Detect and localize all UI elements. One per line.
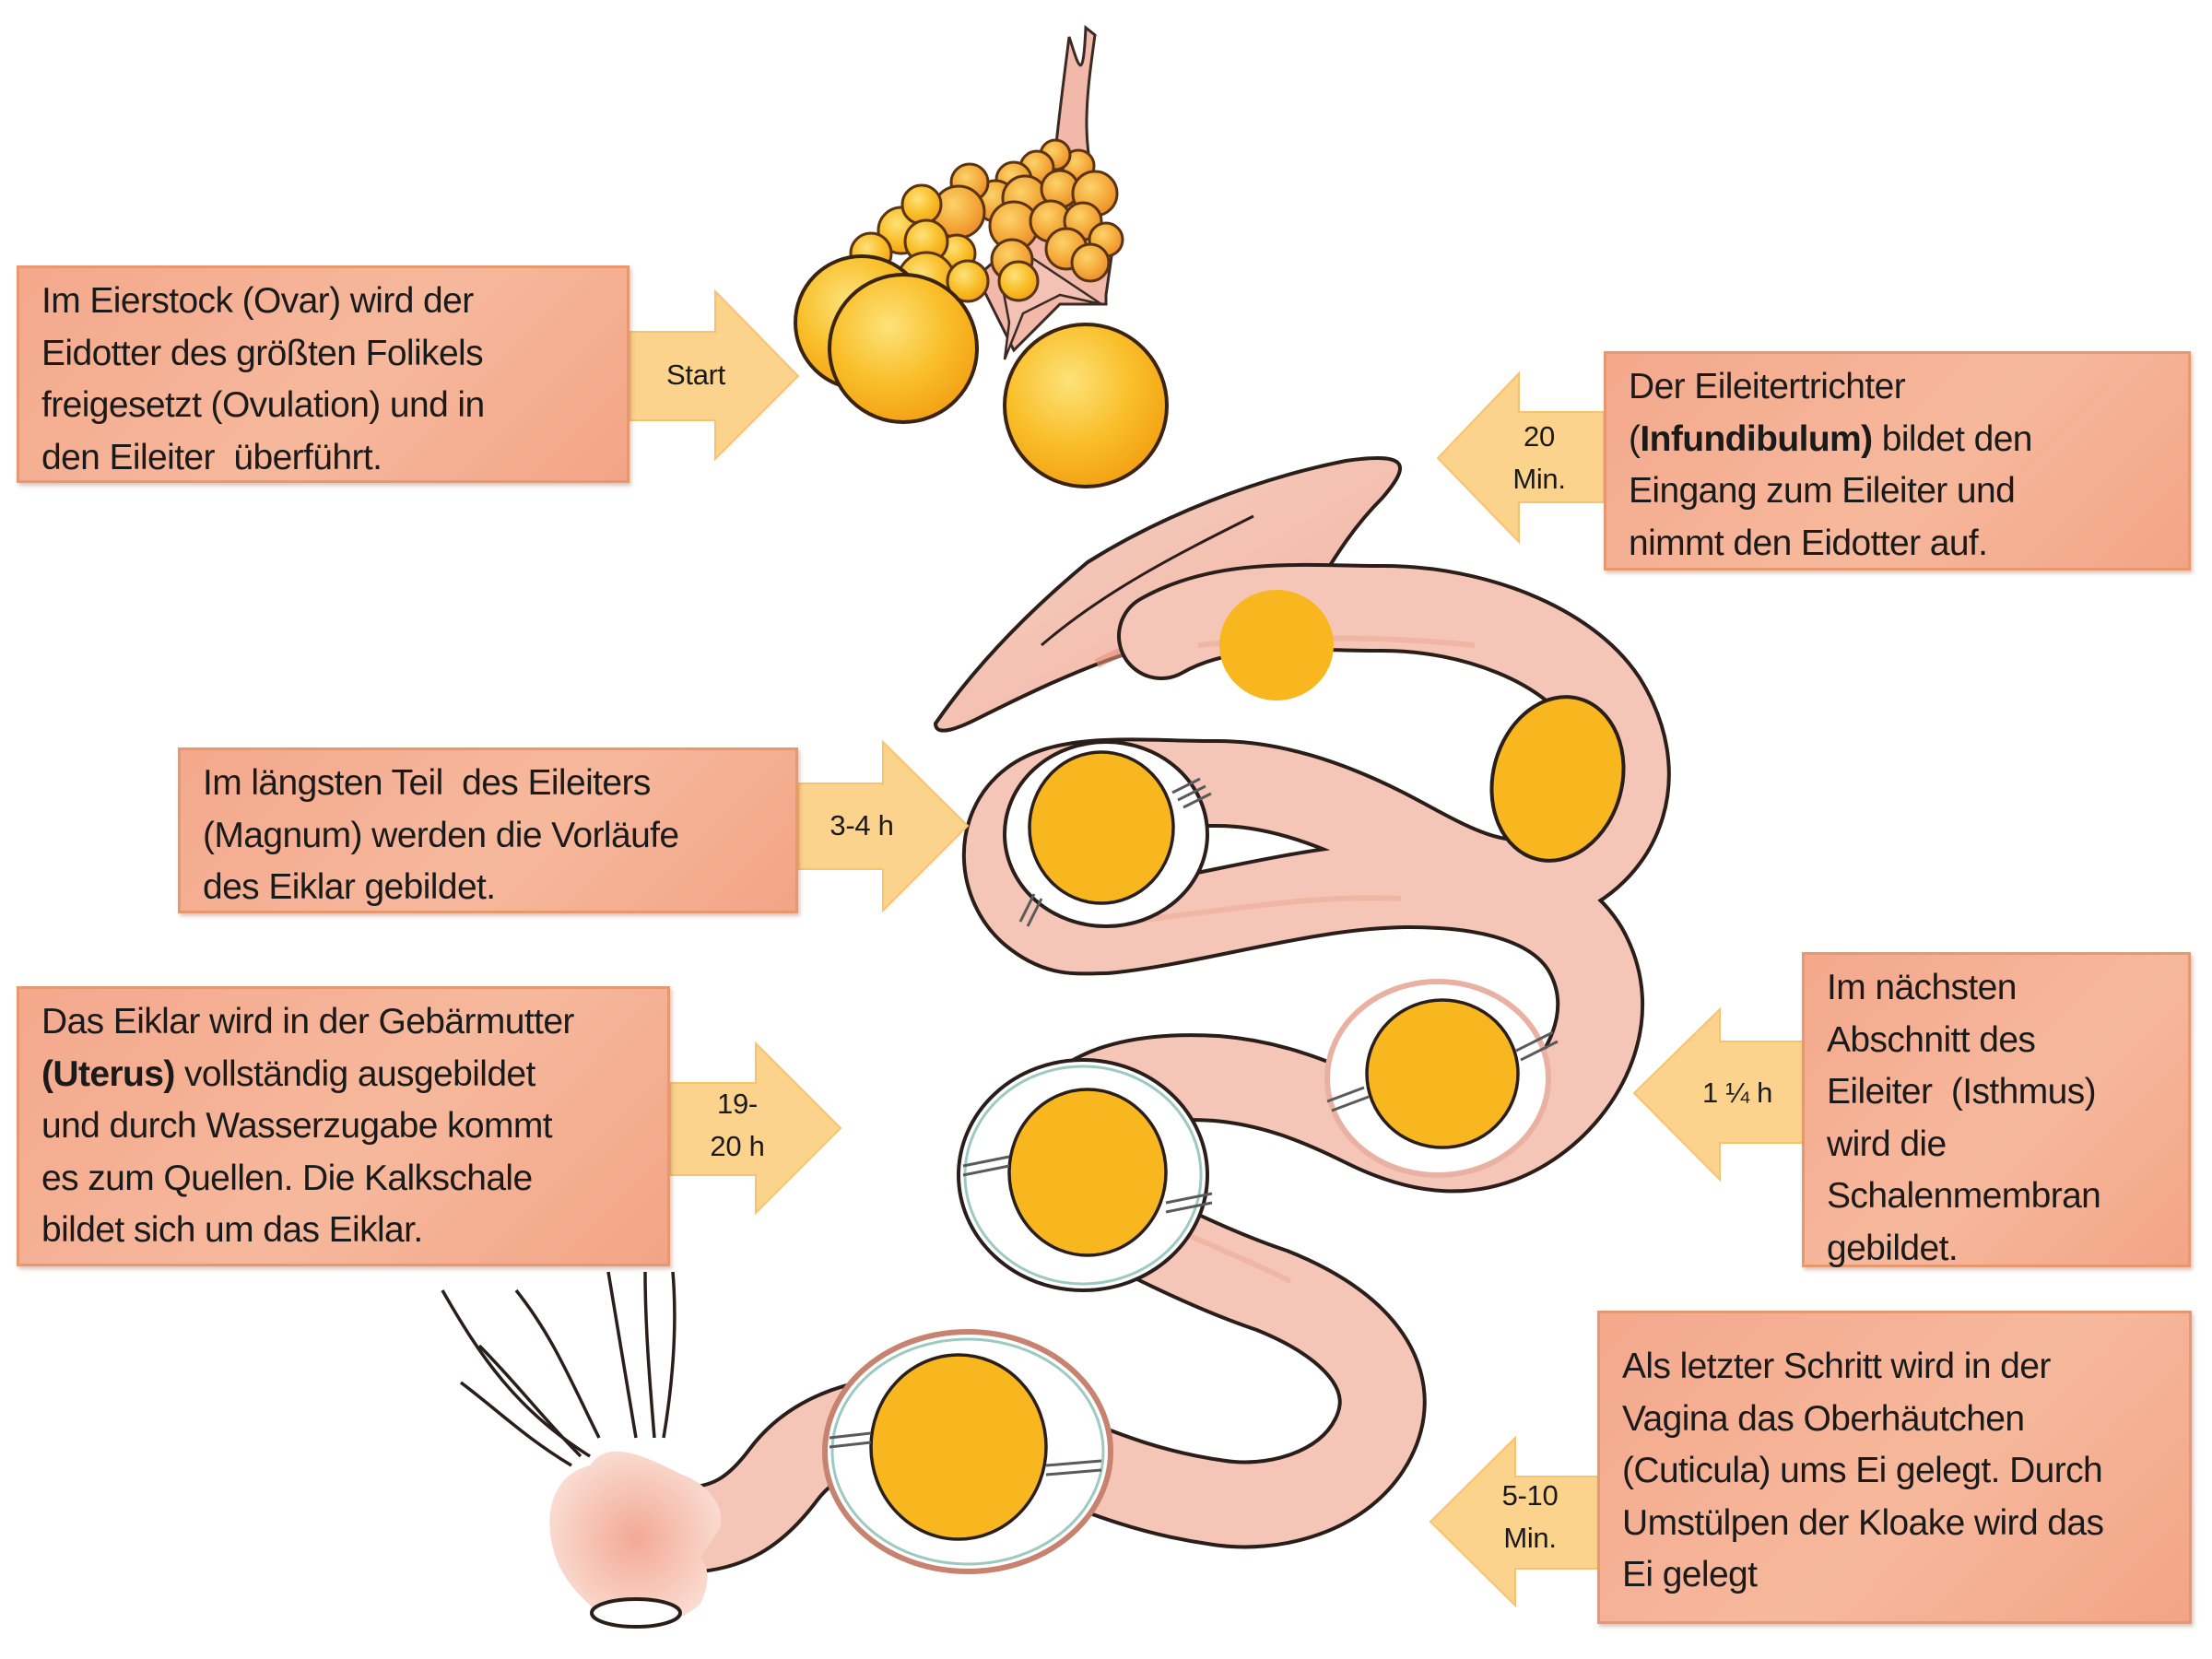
step-text-run: Im längsten Teil des Eileiters [203,763,651,803]
step-text-line: Eingang zum Eileiter und [1629,465,2170,518]
step-text-run: vollständig ausgebildet [174,1053,535,1094]
arrow-uterus [669,1041,842,1216]
step-text-run: freigesetzt (Ovulation) und in [41,385,485,425]
step-text-line: es zum Quellen. Die Kalkschale [41,1153,649,1206]
arrow-label-uterus: 19- 20 h [710,1088,765,1162]
arrow-label-infundibulum: 20 Min. [1512,420,1566,495]
step-text-run: Umstülpen der Kloake wird das [1622,1502,2104,1543]
step-text-run: Eileiter (Isthmus) [1827,1072,2097,1112]
step-box-uterus: Das Eiklar wird in der Gebärmutter (Uteru… [17,986,670,1266]
step-text-line: Das Eiklar wird in der Gebärmutter [41,996,649,1049]
step-box-magnum: Im längsten Teil des Eileiters (Magnum) w… [178,747,798,913]
step-text-run: gebildet. [1827,1228,1959,1268]
arrow-label-magnum: 3-4 h [830,809,894,841]
yolk-vagina [869,1353,1048,1541]
step-text-run: Abschnitt des [1827,1019,2036,1060]
step-text-line: (Infundibulum) bildet den [1629,414,2170,466]
step-text-line: Als letzter Schritt wird in der [1622,1341,2171,1394]
step-text-line: Im Eierstock (Ovar) wird der [41,276,608,328]
arrows [629,288,1807,1608]
step-text-line: Vagina das Oberhäutchen [1622,1394,2171,1446]
step-text-line: Im nächsten [1827,962,2170,1015]
step-text-run: Eingang zum Eileiter und [1629,471,2016,511]
step-text-line: des Eiklar gebildet. [203,862,777,914]
step-text-line: Schalenmembran [1827,1171,2170,1223]
step-text-line: freigesetzt (Ovulation) und in [41,380,608,432]
step-text-run: Als letzter Schritt wird in der [1622,1347,2051,1386]
step-text-run: wird die [1827,1124,1947,1164]
arrow-label-isthmus: 1 ¼ h [1701,1077,1773,1109]
step-text-run: nimmt den Eidotter auf. [1629,523,1988,563]
arrow-isthmus [1632,1006,1807,1182]
step-text-line: bildet sich um das Eiklar. [41,1205,649,1257]
step-text-bold: (Uterus) [41,1053,175,1094]
step-text-run: den Eileiter überführt. [41,437,382,477]
step-text-run: bildet den [1872,418,2033,459]
step-text-line: (Uterus) vollständig ausgebildet [41,1049,649,1101]
oviduct-tube-fill [641,566,1667,1571]
step-text-line: (Cuticula) ums Ei gelegt. Durch [1622,1445,2171,1498]
step-text-run: Eidotter des größten Folikels [41,333,484,373]
yolk-isthmus [1365,998,1520,1149]
step-text-run: es zum Quellen. Die Kalkschale [41,1158,533,1198]
step-text-run: Im Eierstock (Ovar) wird der [41,281,474,321]
step-text-run: und durch Wasserzugabe kommt [41,1106,553,1146]
arrow-start [629,288,800,462]
step-text-line: Eidotter des größten Folikels [41,328,608,381]
step-text-line: gebildet. [1827,1223,2170,1276]
step-text-line: Im längsten Teil des Eileiters [203,758,777,810]
step-box-infundibulum: Der Eileitertrichter (Infundibulum) bilde… [1604,351,2191,571]
step-text-run: des Eiklar gebildet. [203,867,496,907]
cloaca [549,1451,722,1626]
step-text-run: Das Eiklar wird in der Gebärmutter [41,1002,574,1041]
step-text-line: nimmt den Eidotter auf. [1629,518,2170,571]
arrow-infundibulum [1436,371,1605,545]
step-text-run: (Magnum) werden die Vorläufe [203,815,679,855]
step-text-line: wird die [1827,1119,2170,1171]
step-text-line: den Eileiter überführt. [41,432,608,485]
arrow-label-vagina: 5-10 Min. [1501,1479,1559,1554]
yolk-magnum [1028,750,1175,905]
step-text-line: Der Eileitertrichter [1629,361,2170,414]
step-text-line: und durch Wasserzugabe kommt [41,1100,649,1153]
step-text-bold: Infundibulum) [1640,418,1873,459]
step-text-run: Schalenmembran [1827,1176,2101,1216]
step-text-line: Umstülpen der Kloake wird das [1622,1498,2171,1550]
step-text-line: Ei gelegt [1622,1549,2171,1602]
step-text-line: Abschnitt des [1827,1015,2170,1067]
step-text-line: (Magnum) werden die Vorläufe [203,810,777,863]
eggs-drawing [822,590,1626,1574]
step-text-run: Der Eileitertrichter [1629,367,1906,406]
arrow-label-start: Start [666,359,725,391]
step-text-run: Im nächsten [1827,968,2017,1007]
arrow-vagina [1429,1435,1601,1608]
step-text-run: (Cuticula) ums Ei gelegt. Durch [1622,1451,2103,1490]
oviduct-drawing [441,456,1671,1629]
yolk-uterus [1007,1088,1168,1257]
yolk-magnum-end [1489,695,1626,863]
step-text-run: bildet sich um das Eiklar. [41,1210,423,1250]
step-text-run: ( [1629,418,1641,459]
cloaca-opening [590,1597,682,1629]
arrow-magnum [797,739,970,913]
step-text-run: Ei gelegt [1622,1555,1758,1594]
yolk-infundibulum [1219,590,1334,700]
ovary-drawing [794,24,1169,488]
step-text-run: Vagina das Oberhäutchen [1622,1398,2025,1439]
step-text-line: Eileiter (Isthmus) [1827,1066,2170,1119]
